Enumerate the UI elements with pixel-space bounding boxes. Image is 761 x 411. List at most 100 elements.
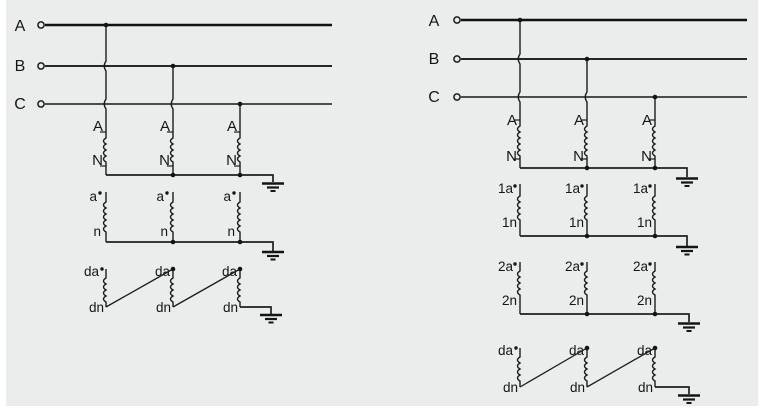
right-vt3-secondary2-bottom-label: 2n (637, 293, 652, 308)
left-vt3-primary-top-label: A (227, 118, 237, 135)
left-vt3-primary-bottom-label: N (226, 152, 237, 169)
right-vt3-primary-bottom-label: N (641, 148, 652, 165)
left-vt3-secondary-winding (236, 192, 242, 242)
right-vt2-secondary2-bottom-label: 2n (569, 293, 584, 308)
ground-symbol (678, 322, 700, 332)
polarity-dot (580, 262, 584, 266)
right-vt2-secondary1-bottom-label: 1n (569, 215, 584, 230)
junction-dot (170, 172, 176, 178)
left-vt2-secondary-bottom-label: n (160, 224, 168, 239)
ground-symbol (262, 250, 284, 261)
right-vt1-primary-winding (516, 20, 522, 168)
junction-dot (170, 239, 176, 245)
right-vt3-secondary1-bottom-label: 1n (637, 215, 652, 230)
right-vt2-primary-bottom-label: N (573, 148, 584, 165)
right-phase-c-terminal-icon (453, 93, 461, 101)
left-vt2-secondary-top-label: a (156, 189, 164, 204)
right-vt3-tertiary-bottom-label: dn (638, 380, 653, 395)
right-vt1-secondary2-winding (516, 262, 522, 314)
ground-symbol (262, 182, 284, 192)
left-vt2-tertiary-bottom-label: dn (156, 300, 171, 315)
right-vt2-tertiary-bottom-label: dn (570, 380, 585, 395)
right-vt2-primary-top-label: A (574, 112, 584, 129)
junction-dot (170, 63, 176, 69)
right-phase-label-c: C (428, 89, 440, 106)
scan-background (6, 0, 758, 406)
right-phase-label-a: A (429, 13, 440, 30)
right-vt1-secondary1-top-label: 1a (498, 181, 514, 196)
left-vt3-tertiary-bottom-label: dn (223, 300, 238, 315)
right-vt3-secondary2-winding (651, 262, 657, 314)
right-vt3-primary-winding (651, 97, 657, 168)
right-vt2-tertiary-top-label: da (569, 343, 585, 358)
left-vt1-primary-winding (102, 25, 108, 175)
left-phase-label-b: B (15, 58, 26, 75)
left-vt3-tertiary-top-label: da (222, 264, 238, 279)
broken-delta-link (172, 268, 241, 308)
right-vt1-secondary1-bottom-label: 1n (502, 215, 517, 230)
polarity-dot (98, 191, 102, 195)
left-phase-b-terminal-icon (37, 62, 45, 70)
right-vt1-tertiary-winding (516, 348, 522, 387)
left-vt1-tertiary-top-label: da (84, 264, 100, 279)
polarity-dot (648, 262, 652, 266)
right-vt3-secondary2-top-label: 2a (633, 259, 649, 274)
junction-dot (237, 101, 243, 107)
junction-dot (584, 233, 590, 239)
ground-symbol (678, 394, 700, 404)
junction-dot (584, 56, 590, 62)
broken-delta-link (519, 347, 588, 388)
polarity-dot (648, 184, 652, 188)
right-vt1-primary-top-label: A (507, 112, 517, 129)
right-vt1-secondary2-bottom-label: 2n (502, 293, 517, 308)
polarity-dot (514, 346, 518, 350)
right-vt1-tertiary-bottom-label: dn (503, 380, 518, 395)
right-vt1-secondary1-winding (516, 184, 522, 236)
ground-symbol (260, 313, 282, 324)
polarity-dot (580, 184, 584, 188)
left-vt3-tertiary-winding (236, 269, 242, 307)
left-tertiary-ground-lead (240, 306, 272, 314)
right-vt2-secondary2-top-label: 2a (565, 259, 581, 274)
left-vt1-tertiary-winding (102, 269, 108, 307)
right-secondary2-neutral-bus (520, 313, 690, 322)
left-phase-c-terminal-icon (37, 100, 45, 108)
right-vt2-primary-winding (583, 59, 589, 168)
right-vt1-secondary2-top-label: 2a (498, 259, 514, 274)
right-vt2-secondary1-winding (583, 184, 589, 236)
polarity-dot (232, 191, 236, 195)
broken-delta-link (105, 268, 174, 308)
junction-dot (584, 165, 590, 171)
left-diagram: A B C A N A N A N (14, 18, 332, 324)
right-vt2-secondary1-top-label: 1a (565, 181, 581, 196)
left-vt3-primary-winding (236, 104, 242, 175)
left-phase-label-c: C (14, 96, 26, 113)
junction-dot (237, 172, 243, 178)
right-vt3-tertiary-top-label: da (637, 343, 653, 358)
left-vt2-tertiary-winding (169, 269, 175, 307)
left-vt3-secondary-top-label: a (223, 189, 231, 204)
left-vt3-secondary-bottom-label: n (227, 224, 235, 239)
junction-dot (103, 22, 109, 28)
right-vt1-tertiary-top-label: da (498, 343, 514, 358)
right-secondary1-neutral-bus (520, 235, 688, 246)
right-vt3-tertiary-winding (651, 348, 657, 387)
left-neutral-bus (106, 174, 274, 182)
left-vt1-primary-top-label: A (93, 118, 103, 135)
right-vt2-secondary2-winding (583, 262, 589, 314)
right-diagram: A B C A N A N A N (428, 13, 747, 404)
left-vt1-secondary-bottom-label: n (93, 224, 101, 239)
left-secondary-neutral-bus (106, 241, 274, 251)
junction-dot (584, 311, 590, 317)
junction-dot (652, 165, 658, 171)
junction-dot (652, 311, 658, 317)
junction-dot (652, 94, 658, 100)
right-vt3-secondary1-top-label: 1a (633, 181, 649, 196)
polarity-dot (100, 267, 104, 271)
left-vt2-primary-winding (169, 66, 175, 175)
left-vt2-primary-bottom-label: N (159, 152, 170, 169)
left-vt1-tertiary-bottom-label: dn (89, 300, 104, 315)
polarity-dot (513, 262, 517, 266)
